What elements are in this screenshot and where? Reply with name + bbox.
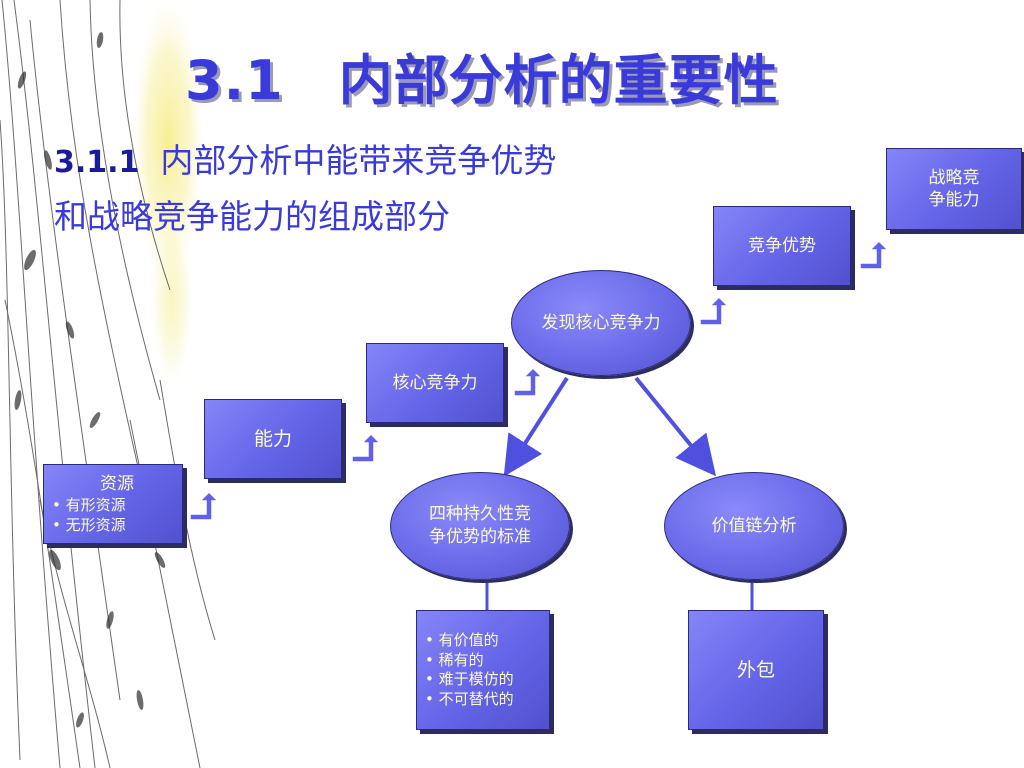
criteria-item: • 不可替代的 (425, 689, 514, 708)
node-competitive-advantage-label: 竞争优势 (748, 235, 816, 256)
node-core-competence-label: 核心竞争力 (392, 372, 478, 393)
node-four-criteria: 四种持久性竞 争优势的标准 (390, 472, 570, 580)
criteria-item: • 稀有的 (425, 650, 484, 669)
node-four-criteria-line: 争优势的标准 (429, 527, 531, 547)
node-core-competence: 核心竞争力 (366, 343, 504, 423)
node-competitive-advantage: 竞争优势 (713, 206, 851, 286)
section-subtitle-line1: 3.1.1 内部分析中能带来竞争优势 (54, 134, 556, 182)
node-outsourcing: 外包 (688, 610, 824, 730)
node-capabilities-label: 能力 (253, 427, 292, 450)
criteria-item: • 难于模仿的 (425, 670, 514, 688)
node-criteria-list: • 有价值的 • 稀有的 • 难于模仿的 • 不可替代的 (416, 610, 550, 730)
step-arrow-icon (859, 239, 890, 270)
step-arrow-icon (351, 432, 382, 463)
section-number: 3.1.1 (54, 145, 140, 180)
step-arrow-icon (699, 295, 730, 326)
section-subtitle-line2: 和战略竞争能力的组成部分 (54, 197, 450, 236)
node-resources-item: • 无形资源 (52, 515, 126, 534)
node-resources-title: 资源 (100, 473, 134, 494)
step-arrow-icon (513, 366, 544, 397)
node-value-chain-label: 价值链分析 (711, 515, 797, 536)
node-strategic-line: 战略竞 (928, 167, 980, 188)
criteria-item: • 有价值的 (425, 631, 499, 649)
step-arrow-icon (189, 490, 220, 521)
yellow-glow-decor (130, 0, 206, 290)
node-outsourcing-label: 外包 (736, 658, 775, 681)
node-value-chain-analysis: 价值链分析 (664, 472, 844, 580)
page-title: 3.1 内部分析的重要性 (185, 49, 779, 112)
node-resources: 资源 • 有形资源 • 无形资源 (43, 464, 183, 544)
node-discover-core-label: 发现核心竞争力 (541, 312, 661, 333)
grass-sketch-decor (0, 0, 216, 768)
node-strategic-competitiveness: 战略竞 争能力 (886, 148, 1022, 230)
node-resources-item: • 有形资源 (52, 496, 126, 515)
node-four-criteria-line: 四种持久性竞 (429, 504, 531, 525)
node-capabilities: 能力 (204, 399, 342, 479)
node-discover-core-competence: 发现核心竞争力 (511, 270, 691, 376)
node-strategic-line: 争能力 (928, 190, 980, 210)
section-subtitle-text: 内部分析中能带来竞争优势 (139, 141, 557, 180)
